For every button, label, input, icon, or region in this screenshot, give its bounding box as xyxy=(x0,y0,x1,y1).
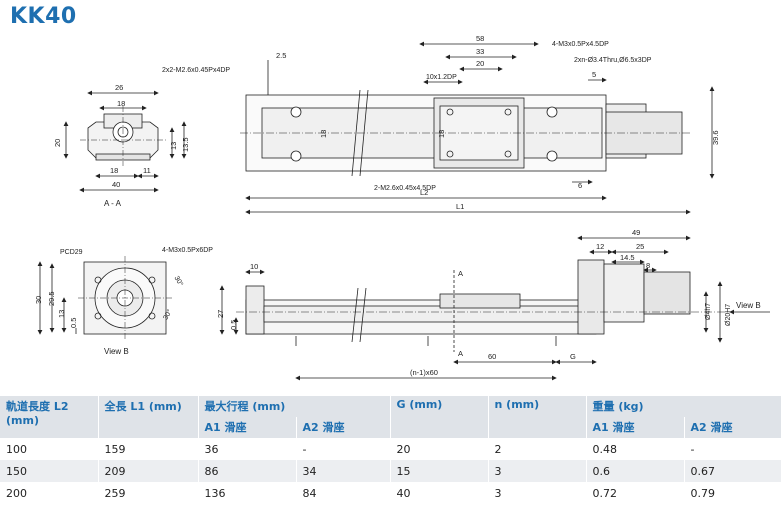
table-header-row: 軌道長度 L2 (mm) 全長 L1 (mm) 最大行程 (mm) G (mm)… xyxy=(0,396,781,438)
cell-l1: 259 xyxy=(98,482,199,504)
cell-n: 2 xyxy=(488,438,587,460)
dim-side-12: 12 xyxy=(596,242,604,251)
table-row: 150 209 86 34 15 3 0.6 0.67 xyxy=(0,460,781,482)
header-rail-length: 軌道長度 L2 (mm) xyxy=(0,396,99,438)
subheader-weight-a2: A2 滑座 xyxy=(684,417,781,438)
cell-l2: 150 xyxy=(0,460,99,482)
cell-stroke-a2: 84 xyxy=(296,482,391,504)
dim-top-20: 20 xyxy=(476,59,484,68)
dim-aa-13: 13 xyxy=(169,142,178,150)
dim-side-8: 8 xyxy=(646,261,650,270)
dim-top-l2: L2 xyxy=(420,188,428,197)
side-view xyxy=(219,235,770,381)
dim-top-58: 58 xyxy=(476,34,484,43)
dim-top-6: 6 xyxy=(578,181,582,190)
spec-table: 軌道長度 L2 (mm) 全長 L1 (mm) 最大行程 (mm) G (mm)… xyxy=(0,396,781,504)
cell-l1: 209 xyxy=(98,460,199,482)
header-weight: 重量 (kg) xyxy=(586,396,781,417)
page-title: KK40 xyxy=(10,4,77,29)
callout-4-m3-6dp: 4-M3x0.5Px6DP xyxy=(162,247,213,254)
dim-aa-top: 18 xyxy=(117,99,125,108)
dim-side-25: 25 xyxy=(636,242,644,251)
dim-side-27: 27 xyxy=(216,310,225,318)
dim-aa-height: 20 xyxy=(53,139,62,147)
cell-stroke-a1: 86 xyxy=(198,460,297,482)
dim-top-18b: 18 xyxy=(437,130,446,138)
cell-weight-a1: 0.48 xyxy=(586,438,685,460)
dim-top-33: 33 xyxy=(476,47,484,56)
table-row: 100 159 36 - 20 2 0.48 - xyxy=(0,438,781,460)
table-subheader-row: A1 滑座 A2 滑座 A1 滑座 A2 滑座 xyxy=(0,417,781,438)
dim-b-30deg-a: 30° xyxy=(173,275,185,288)
dim-side-n-1x60: (n-1)x60 xyxy=(410,368,438,377)
dim-b-30: 30 xyxy=(34,296,43,304)
cell-weight-a2: 0.67 xyxy=(684,460,781,482)
cell-stroke-a1: 36 xyxy=(198,438,297,460)
dim-top-l1: L1 xyxy=(456,202,464,211)
cell-weight-a2: 0.79 xyxy=(684,482,781,504)
header-g: G (mm) xyxy=(390,396,489,438)
cell-weight-a2: - xyxy=(684,438,781,460)
subheader-stroke-a1: A1 滑座 xyxy=(198,417,297,438)
callout-2xn-thru: 2xn-Ø3.4Thru,Ø6.5x3DP xyxy=(574,57,652,64)
dim-b-0-5: 0.5 xyxy=(69,318,78,328)
section-mark-a-top: A xyxy=(458,269,463,278)
dim-side-d20h7: Ø20H7 xyxy=(725,304,732,326)
header-total-length: 全長 L1 (mm) xyxy=(98,396,199,438)
technical-drawing: 26 18 20 13 13.5 18 11 40 A - A 58 33 20… xyxy=(34,34,770,381)
dim-aa-width: 26 xyxy=(115,83,123,92)
dim-top-2-5: 2.5 xyxy=(276,51,286,60)
cell-n: 3 xyxy=(488,482,587,504)
section-mark-a-bottom: A xyxy=(458,349,463,358)
dim-side-10: 10 xyxy=(250,262,258,271)
cell-l2: 200 xyxy=(0,482,99,504)
dim-top-10x1-2dp: 10x1.2DP xyxy=(426,74,457,81)
cell-g: 40 xyxy=(390,482,489,504)
view-label-b: View B xyxy=(104,347,129,356)
dim-side-14-5: 14.5 xyxy=(620,253,635,262)
dim-top-5: 5 xyxy=(592,70,596,79)
cell-g: 20 xyxy=(390,438,489,460)
top-view xyxy=(240,41,715,215)
section-view-aa xyxy=(63,90,187,193)
dim-side-49: 49 xyxy=(632,228,640,237)
cell-weight-a1: 0.6 xyxy=(586,460,685,482)
cell-l2: 100 xyxy=(0,438,99,460)
dim-side-60: 60 xyxy=(488,352,496,361)
dim-b-29-5: 29.5 xyxy=(47,291,56,306)
callout-pcd29: PCD29 xyxy=(60,249,83,256)
view-label-b-arrow: View B xyxy=(736,301,761,310)
dim-top-18a: 18 xyxy=(319,130,328,138)
cell-stroke-a2: - xyxy=(296,438,391,460)
cell-l1: 159 xyxy=(98,438,199,460)
cell-g: 15 xyxy=(390,460,489,482)
subheader-weight-a1: A1 滑座 xyxy=(586,417,685,438)
header-n: n (mm) xyxy=(488,396,587,438)
table-row: 200 259 136 84 40 3 0.72 0.79 xyxy=(0,482,781,504)
dim-aa-18b: 18 xyxy=(110,166,118,175)
dim-side-d4h7: Ø4h7 xyxy=(705,303,712,320)
cell-weight-a1: 0.72 xyxy=(586,482,685,504)
dim-side-g: G xyxy=(570,352,576,361)
dim-aa-13-5: 13.5 xyxy=(181,137,190,152)
dim-b-13: 13 xyxy=(57,310,66,318)
subheader-stroke-a2: A2 滑座 xyxy=(296,417,391,438)
callout-2x2-m2-6: 2x2-M2.6x0.45Px4DP xyxy=(162,67,230,74)
callout-2-m2-6: 2-M2.6x0.45x4.5DP xyxy=(374,185,436,192)
cell-stroke-a1: 136 xyxy=(198,482,297,504)
dim-aa-40: 40 xyxy=(112,180,120,189)
callout-4-m3: 4-M3x0.5Px4.5DP xyxy=(552,41,609,48)
view-label-aa: A - A xyxy=(104,199,122,208)
dim-side-0-5: 0.5 xyxy=(229,320,238,330)
dim-top-39-6: 39.6 xyxy=(711,130,720,145)
dim-aa-11: 11 xyxy=(143,166,151,175)
view-b xyxy=(37,256,172,340)
header-max-stroke: 最大行程 (mm) xyxy=(198,396,391,417)
cell-stroke-a2: 34 xyxy=(296,460,391,482)
spec-table-container: 軌道長度 L2 (mm) 全長 L1 (mm) 最大行程 (mm) G (mm)… xyxy=(0,396,781,504)
cell-n: 3 xyxy=(488,460,587,482)
